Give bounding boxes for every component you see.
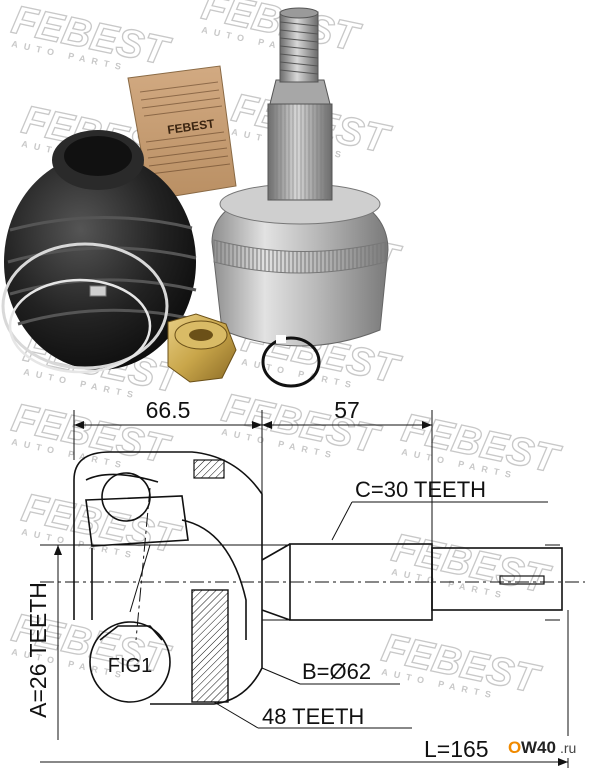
brass-nut bbox=[167, 313, 237, 383]
a-teeth-label: A=26 TEETH bbox=[25, 582, 51, 718]
fig1-label: FIG1 bbox=[108, 655, 152, 677]
product-photo: FEBEST bbox=[1, 7, 389, 388]
dimension-57: 57 bbox=[334, 397, 360, 423]
badge-brand: W40 bbox=[521, 738, 556, 757]
ball-circle bbox=[101, 472, 151, 522]
cv-joint-body bbox=[211, 7, 389, 347]
badge-suffix: .ru bbox=[560, 740, 576, 756]
c-teeth-label: C=30 TEETH bbox=[355, 477, 486, 502]
fig1-detail-circle bbox=[89, 621, 171, 703]
length-label: L=165 bbox=[424, 736, 489, 762]
b-diameter-label: B=Ø62 bbox=[302, 659, 371, 684]
abs-teeth-label: 48 TEETH bbox=[262, 704, 364, 729]
snap-ring bbox=[261, 335, 321, 388]
source-badge: O W40 .ru bbox=[506, 736, 598, 758]
joint-bell-outline bbox=[73, 451, 263, 548]
badge-prefix: O bbox=[508, 738, 521, 757]
abs-ring bbox=[191, 589, 229, 703]
instruction-label: FEBEST bbox=[127, 65, 237, 201]
boot-clamp bbox=[1, 242, 169, 374]
dimension-66-5: 66.5 bbox=[146, 397, 191, 423]
label-brand: FEBEST bbox=[166, 116, 215, 137]
threaded-stub bbox=[431, 547, 563, 611]
technical-drawing: 66.5 57 FIG1 A= bbox=[25, 397, 585, 768]
